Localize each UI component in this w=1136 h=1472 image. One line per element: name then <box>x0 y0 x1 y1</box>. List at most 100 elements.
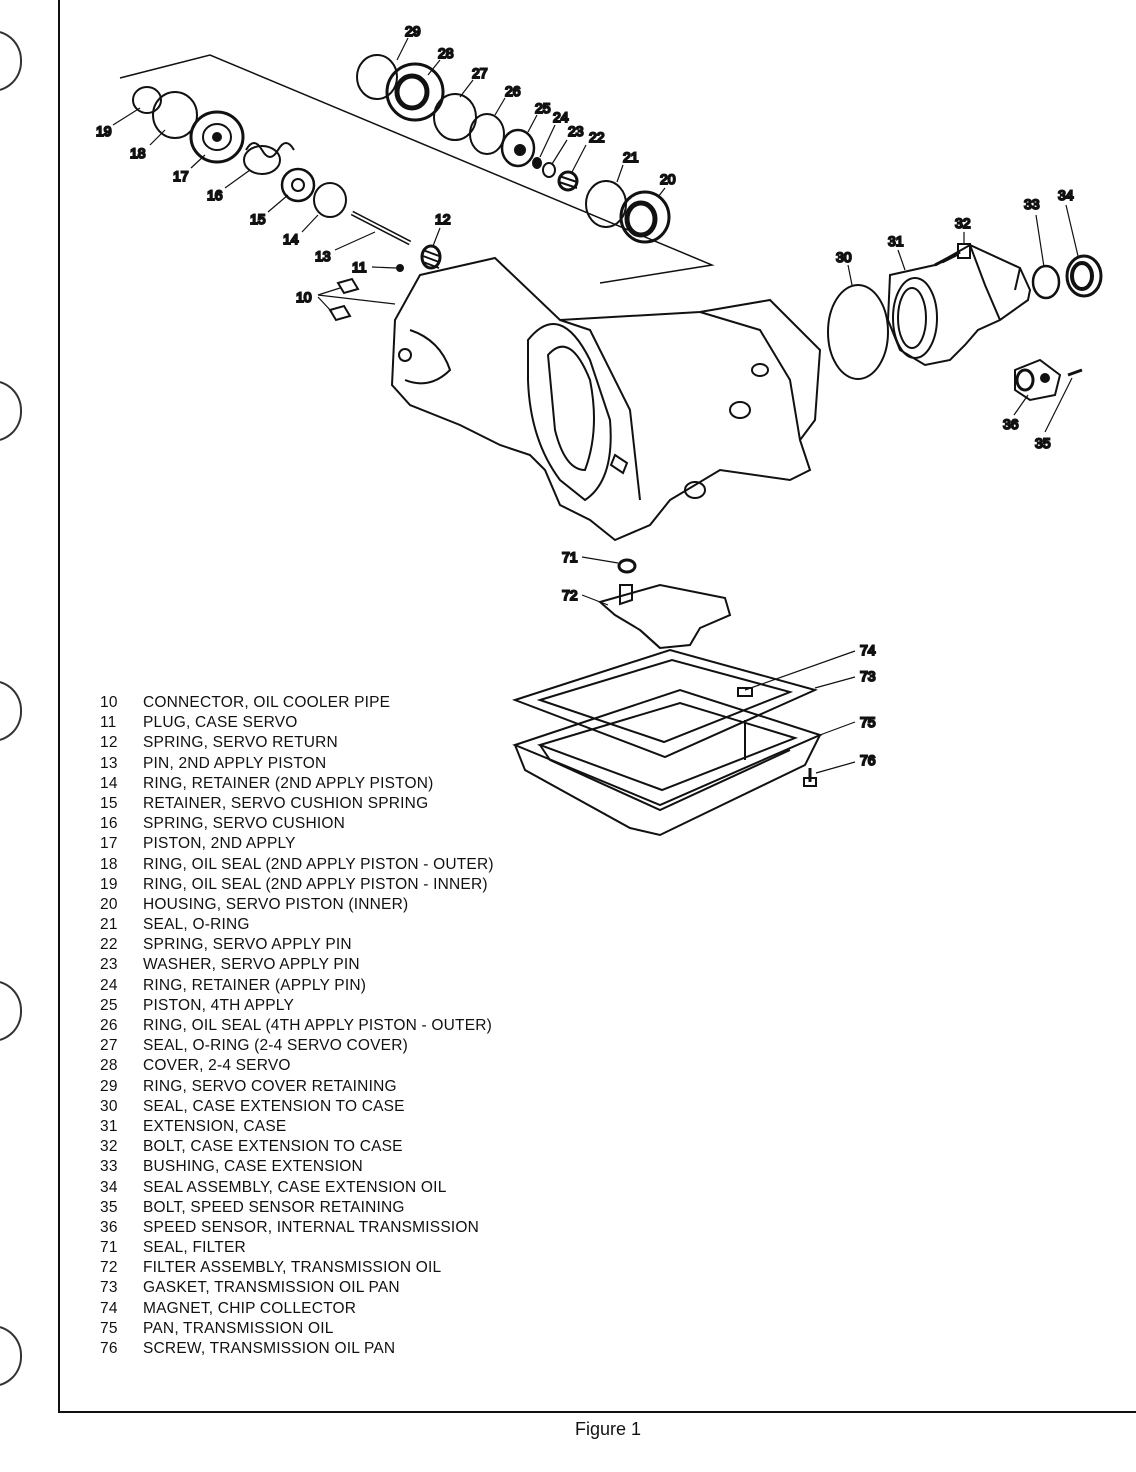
part-26-4th-piston-seal <box>469 113 505 155</box>
part-34-extension-oil-seal <box>1065 254 1103 298</box>
legend-row: 10 CONNECTOR, OIL COOLER PIPE <box>100 693 560 713</box>
legend-part-number: 19 <box>100 875 118 893</box>
legend-part-description: COVER, 2-4 SERVO <box>143 1057 291 1075</box>
legend-part-description: GASKET, TRANSMISSION OIL PAN <box>143 1279 400 1297</box>
legend-part-description: RING, SERVO COVER RETAINING <box>143 1077 397 1095</box>
part-16-cushion-spring <box>243 142 295 175</box>
part-75-oil-pan <box>512 688 823 837</box>
callout-22: 22 <box>589 129 605 145</box>
legend-part-number: 14 <box>100 774 118 792</box>
part-71-filter-seal <box>617 558 637 574</box>
legend-part-number: 71 <box>100 1239 118 1257</box>
legend-part-description: SPRING, SERVO APPLY PIN <box>143 936 352 954</box>
legend-part-number: 26 <box>100 1017 118 1034</box>
part-10-oil-cooler-connectors <box>328 277 360 322</box>
callout-31: 31 <box>888 233 904 249</box>
legend-part-number: 73 <box>100 1279 118 1297</box>
legend-row: 13 PIN, 2ND APPLY PISTON <box>100 754 560 774</box>
callout-13: 13 <box>315 248 331 264</box>
part-76-pan-screw <box>803 768 817 787</box>
legend-part-number: 31 <box>100 1117 118 1135</box>
legend-part-number: 20 <box>100 895 118 913</box>
part-25-4th-apply-piston <box>500 128 536 168</box>
part-27-cover-o-ring <box>433 93 477 141</box>
part-11-case-servo-plug <box>396 264 404 272</box>
legend-part-description: PLUG, CASE SERVO <box>143 714 298 732</box>
callout-72: 72 <box>562 587 578 603</box>
legend-part-description: BOLT, CASE EXTENSION TO CASE <box>143 1138 403 1156</box>
legend-part-number: 29 <box>100 1077 118 1095</box>
legend-row: 18 RING, OIL SEAL (2ND APPLY PISTON - OUT… <box>100 855 560 875</box>
callout-73: 73 <box>860 668 876 684</box>
legend-part-description: FILTER ASSEMBLY, TRANSMISSION OIL <box>143 1259 442 1277</box>
callout-12: 12 <box>435 211 451 227</box>
legend-part-description: SCREW, TRANSMISSION OIL PAN <box>143 1340 396 1357</box>
part-13-apply-pin <box>350 210 412 246</box>
legend-part-number: 24 <box>100 976 118 994</box>
legend-part-description: WASHER, SERVO APPLY PIN <box>143 956 360 974</box>
callout-35: 35 <box>1035 435 1051 451</box>
legend-part-description: CONNECTOR, OIL COOLER PIPE <box>143 694 391 711</box>
part-15-spring-retainer <box>280 167 316 203</box>
legend-part-number: 25 <box>100 996 118 1014</box>
legend-part-number: 11 <box>100 714 117 732</box>
part-14-retainer-ring <box>313 182 347 218</box>
leader-lines <box>112 37 1079 774</box>
legend-part-number: 13 <box>100 754 118 772</box>
legend-part-number: 21 <box>100 916 118 934</box>
callout-14: 14 <box>283 231 299 247</box>
legend-part-number: 16 <box>100 815 118 833</box>
callout-11: 11 <box>352 259 367 275</box>
legend-part-number: 22 <box>100 936 118 954</box>
legend-part-number: 30 <box>100 1097 118 1115</box>
legend-row: 29 RING, SERVO COVER RETAINING <box>100 1077 560 1097</box>
part-73-pan-gasket <box>511 648 818 759</box>
callout-27: 27 <box>472 65 488 81</box>
callout-18: 18 <box>130 145 146 161</box>
figure-caption: Figure 1 <box>574 1419 642 1439</box>
part-74-chip-magnet <box>737 687 753 697</box>
part-17-2nd-apply-piston <box>189 110 245 164</box>
servo-group-outline <box>119 54 715 284</box>
part-22-apply-pin-spring <box>557 170 579 192</box>
legend-row: 16 SPRING, SERVO CUSHION <box>100 814 560 834</box>
legend-part-description: PISTON, 4TH APPLY <box>143 996 294 1014</box>
legend-part-description: RING, OIL SEAL (2ND APPLY PISTON - OUTER… <box>143 855 494 873</box>
legend-part-description: PIN, 2ND APPLY PISTON <box>143 754 327 772</box>
legend-part-description: RETAINER, SERVO CUSHION SPRING <box>143 794 429 812</box>
callout-17: 17 <box>173 168 189 184</box>
legend-part-number: 35 <box>100 1198 118 1216</box>
legend-part-description: EXTENSION, CASE <box>143 1117 287 1135</box>
legend-part-number: 36 <box>100 1218 118 1236</box>
legend-row: 19 RING, OIL SEAL (2ND APPLY PISTON - INN… <box>100 875 560 895</box>
part-28-servo-cover <box>385 62 445 122</box>
callout-25: 25 <box>535 100 551 116</box>
part-23-apply-pin-washer <box>542 162 556 178</box>
legend-part-number: 72 <box>100 1259 118 1277</box>
legend-part-number: 10 <box>100 694 118 711</box>
legend-part-description: SPRING, SERVO RETURN <box>143 734 338 752</box>
callout-19: 19 <box>96 123 112 139</box>
legend-part-number: 74 <box>100 1299 118 1317</box>
legend-part-number: 23 <box>100 956 118 974</box>
callout-20: 20 <box>660 171 676 187</box>
legend-part-description: RING, OIL SEAL (4TH APPLY PISTON - OUTER… <box>143 1017 492 1034</box>
legend-part-number: 17 <box>100 835 118 853</box>
legend-part-description: BOLT, SPEED SENSOR RETAINING <box>143 1198 405 1216</box>
legend-row: 22 SPRING, SERVO APPLY PIN <box>100 935 560 955</box>
part-35-sensor-bolt <box>1067 368 1083 377</box>
legend-part-description: SEAL, O-RING <box>143 916 250 934</box>
legend-row: 21 SEAL, O-RING <box>100 915 560 935</box>
legend-part-number: 18 <box>100 855 118 873</box>
legend-part-description: RING, OIL SEAL (2ND APPLY PISTON - INNER… <box>143 875 488 893</box>
legend-part-description: SPRING, SERVO CUSHION <box>143 815 346 833</box>
part-31-case-extension <box>886 243 1032 367</box>
callout-23: 23 <box>568 123 584 139</box>
part-36-speed-sensor <box>1014 358 1062 402</box>
